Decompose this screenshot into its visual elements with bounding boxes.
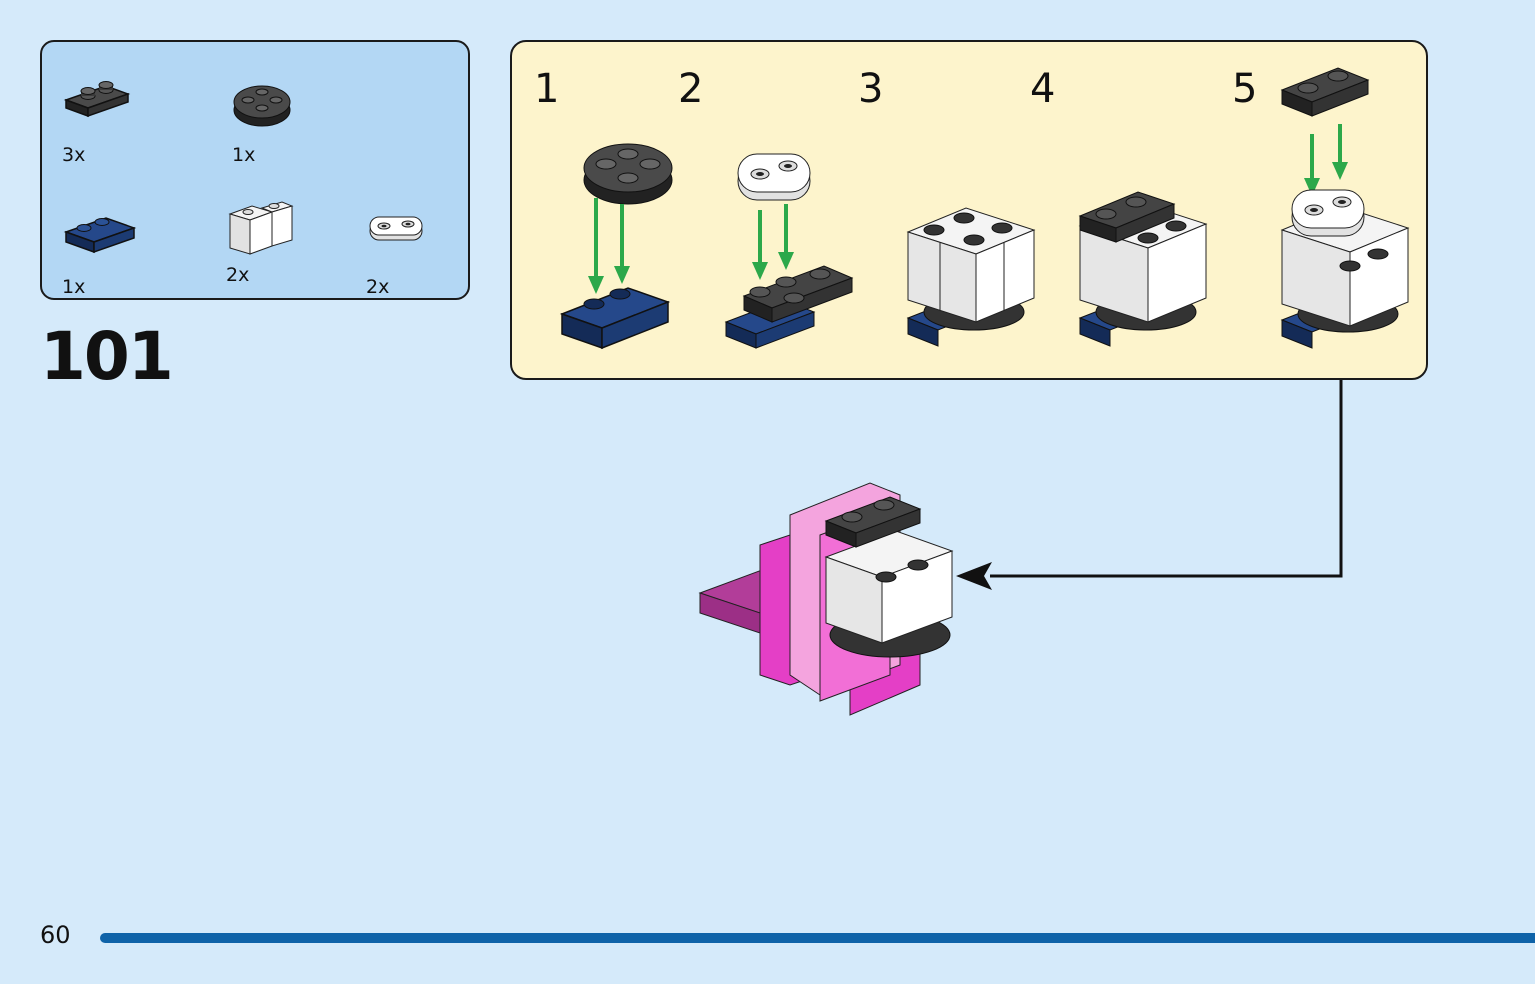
step-number: 101 [40,318,174,395]
part-qty: 1x [62,276,86,298]
white-clip-brick-icon [228,201,294,255]
black-round-plate-icon [233,85,291,127]
substep-4-illustration [1078,191,1208,347]
page-footer-bar [100,933,1535,943]
part-qty: 2x [226,264,250,286]
substep-label-1: 1 [534,66,560,112]
substep-1-illustration [559,143,673,350]
substep-5-illustration [1280,67,1410,349]
substep-label-4: 4 [1030,66,1056,112]
parts-list-callout: 3x 1x 1x 2x [40,40,470,300]
white-rounded-plate-icon [369,216,423,241]
substep-3-illustration [906,207,1036,347]
page-number: 60 [40,921,71,949]
part-white-clip-brick: 2x [226,196,336,286]
part-qty: 3x [62,144,86,166]
substep-2-illustration [724,153,854,349]
part-black-round-plate: 1x [232,76,342,166]
substep-label-2: 2 [678,66,704,112]
part-dark-blue-rail-plate: 1x [62,208,172,298]
part-white-rounded-plate: 2x [366,208,476,298]
substep-label-3: 3 [858,66,884,112]
main-model-illustration [698,482,954,716]
part-qty: 1x [232,144,256,166]
dark-blue-rail-plate-icon [63,217,137,254]
substeps-callout: 1 2 3 4 5 [510,40,1428,380]
part-qty: 2x [366,276,390,298]
part-black-plate-1x2: 3x [62,76,172,166]
black-plate-1x2-icon [63,81,131,118]
substep-label-5: 5 [1232,66,1258,112]
